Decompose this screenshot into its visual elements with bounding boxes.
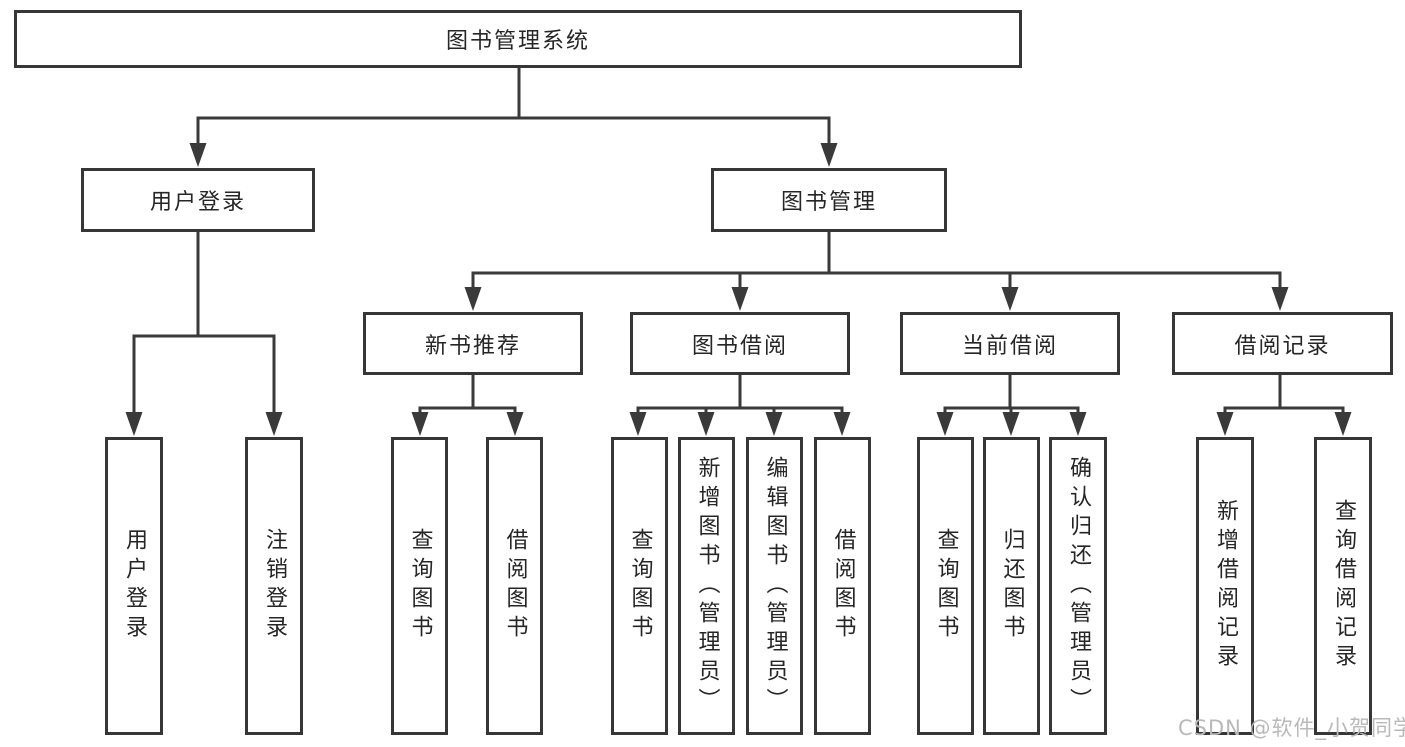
leaf-borrow-books-recommend-label: 借阅图书	[502, 528, 528, 644]
leaf-logout-label: 注销登录	[262, 528, 287, 644]
node-current-borrowing: 当前借阅	[900, 312, 1120, 375]
leaf-return-books: 归还图书	[983, 437, 1040, 735]
leaf-query-books-recommend: 查询图书	[391, 437, 448, 735]
leaf-logout: 注销登录	[245, 437, 303, 735]
leaf-query-books-recommend-label: 查询图书	[407, 528, 433, 644]
leaf-borrow-books-label: 借阅图书	[830, 528, 856, 644]
leaf-confirm-return-admin: 确认归还（管理员）	[1049, 437, 1107, 735]
leaf-add-books-admin: 新增图书（管理员）	[678, 437, 735, 735]
leaf-query-books-borrowing-label: 查询图书	[627, 528, 653, 644]
node-book-borrowing: 图书借阅	[630, 312, 850, 375]
node-book-management-label: 图书管理	[780, 190, 877, 215]
leaf-add-books-admin-label: 新增图书（管理员）	[694, 455, 720, 717]
node-borrowing-records-label: 借阅记录	[1234, 333, 1331, 359]
node-root-label: 图书管理系统	[445, 29, 590, 54]
node-user-login-label: 用户登录	[149, 190, 246, 215]
node-borrowing-records: 借阅记录	[1172, 312, 1393, 375]
node-new-book-recommend-label: 新书推荐	[424, 333, 521, 359]
csdn-watermark: CSDN @软件_小贺同学	[1178, 716, 1405, 740]
leaf-confirm-return-admin-label: 确认归还（管理员）	[1066, 455, 1091, 717]
leaf-borrow-books: 借阅图书	[814, 437, 871, 735]
node-current-borrowing-label: 当前借阅	[961, 333, 1058, 359]
leaf-borrow-books-recommend: 借阅图书	[486, 437, 543, 735]
leaf-query-books-borrowing: 查询图书	[611, 437, 668, 735]
leaf-query-books-current-label: 查询图书	[933, 528, 959, 644]
node-book-management: 图书管理	[711, 168, 947, 232]
leaf-edit-books-admin: 编辑图书（管理员）	[746, 437, 803, 735]
leaf-add-borrow-record-label: 新增借阅记录	[1213, 499, 1238, 673]
node-user-login: 用户登录	[81, 168, 315, 232]
node-new-book-recommend: 新书推荐	[363, 312, 583, 375]
leaf-edit-books-admin-label: 编辑图书（管理员）	[762, 455, 788, 717]
leaf-query-borrow-record: 查询借阅记录	[1314, 437, 1372, 735]
leaf-return-books-label: 归还图书	[999, 528, 1025, 644]
leaf-query-books-current: 查询图书	[917, 437, 974, 735]
leaf-user-login-label: 用户登录	[122, 528, 147, 644]
leaf-user-login: 用户登录	[105, 437, 163, 735]
node-root: 图书管理系统	[14, 10, 1022, 68]
leaf-add-borrow-record: 新增借阅记录	[1196, 437, 1254, 735]
node-book-borrowing-label: 图书借阅	[691, 333, 788, 359]
leaf-query-borrow-record-label: 查询借阅记录	[1331, 499, 1356, 673]
